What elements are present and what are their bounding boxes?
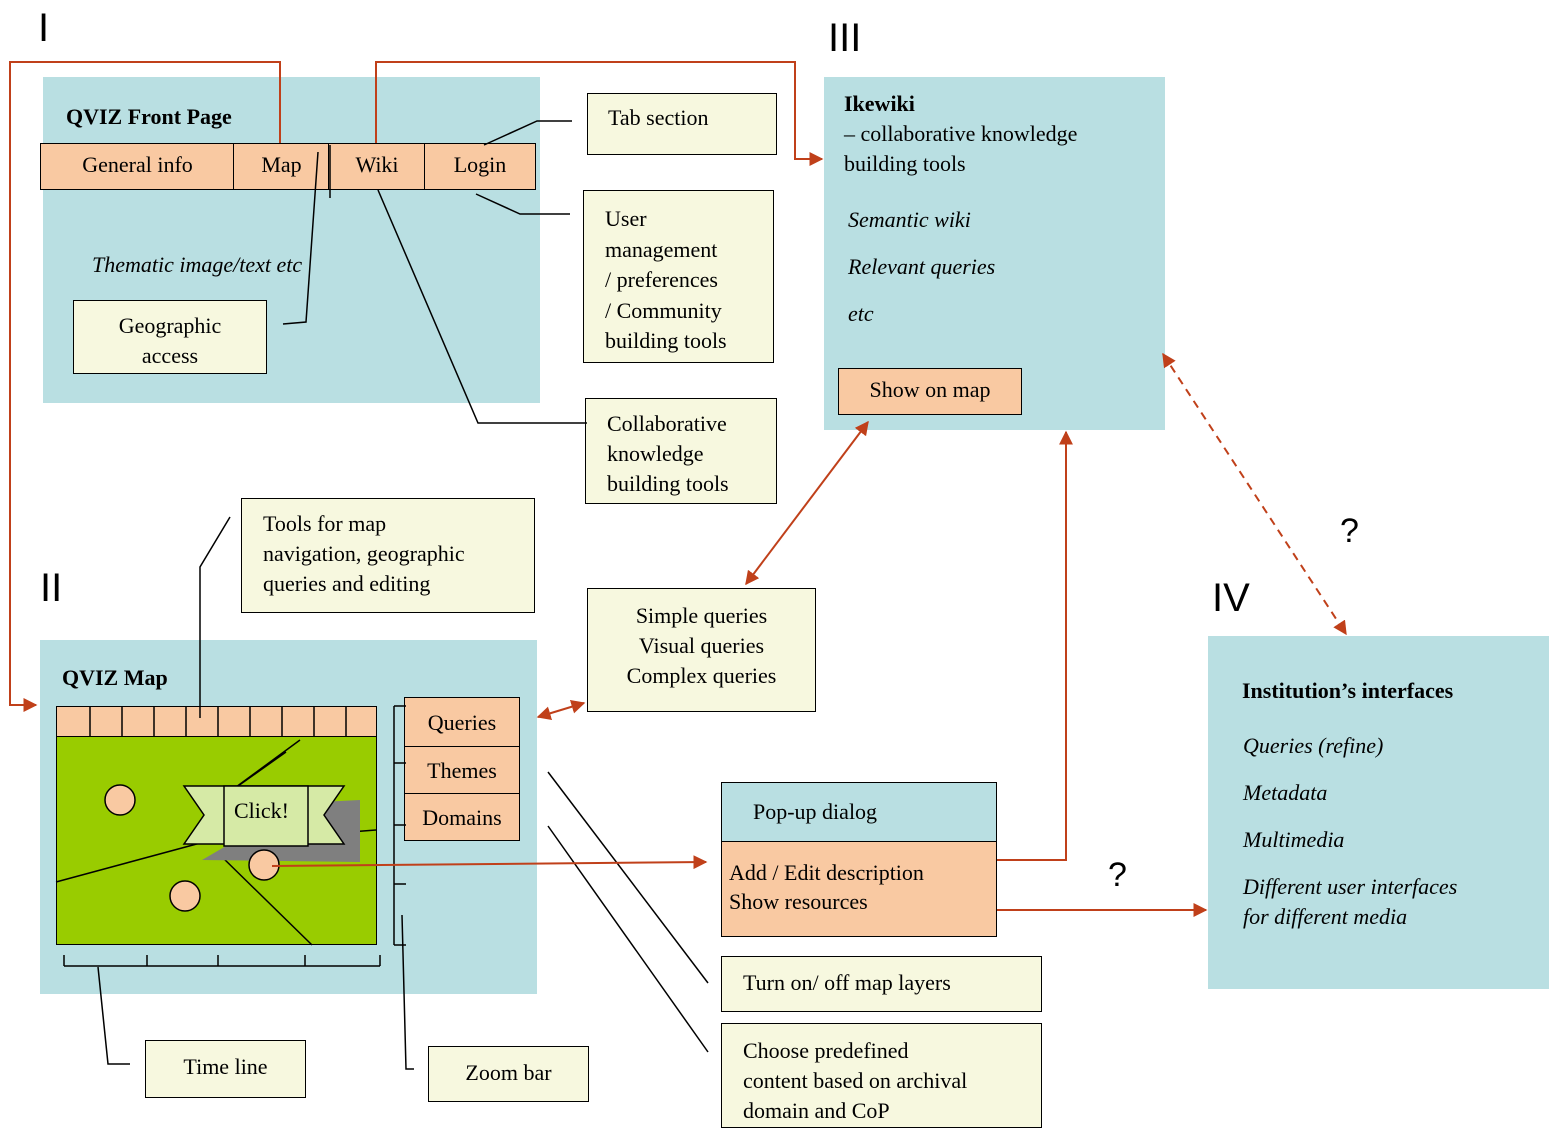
map-title: QVIZ Map — [62, 665, 168, 690]
popup-body[interactable]: Add / Edit description Show resources — [721, 841, 997, 937]
thematic-text: Thematic image/text etc — [92, 252, 303, 277]
section-label-ii: II — [40, 566, 63, 610]
side-tab-domains[interactable]: Domains — [404, 793, 520, 841]
geo-access-line: Geographic — [118, 313, 222, 338]
popup-add-edit[interactable]: Add / Edit description — [729, 860, 924, 885]
tab-login[interactable]: Login — [424, 143, 536, 190]
query-types-note: Simple queries Visual queries Complex qu… — [587, 588, 816, 712]
institution-panel — [1208, 636, 1549, 989]
side-tab-queries[interactable]: Queries — [404, 697, 520, 747]
click-label[interactable]: Click! — [234, 798, 289, 823]
ikewiki-subtitle: – collaborative knowledge building tools — [844, 119, 1077, 179]
note-line: building tools — [607, 471, 729, 496]
institution-item-metadata: Metadata — [1243, 780, 1328, 805]
user-management-note: User management / preferences / Communit… — [583, 190, 774, 363]
note-line: knowledge — [607, 441, 704, 466]
ikewiki-title: Ikewiki — [844, 91, 915, 116]
geo-access-line: access — [141, 343, 199, 368]
note-line: User — [605, 206, 647, 231]
note-line: building tools — [605, 328, 727, 353]
show-on-map-button[interactable]: Show on map — [838, 368, 1022, 415]
map-layers-note: Turn on/ off map layers — [721, 956, 1042, 1012]
note-line: Tools for map — [263, 511, 387, 536]
subtitle-line: building tools — [844, 151, 966, 176]
note-line: navigation, geographic — [263, 541, 465, 566]
zoom-bar-axis — [393, 705, 406, 946]
note-line: content based on archival — [743, 1068, 968, 1093]
map-marker-2 — [169, 880, 201, 912]
institution-item-multimedia: Multimedia — [1243, 827, 1345, 852]
tab-map[interactable]: Map — [233, 143, 330, 190]
section-label-i: I — [38, 6, 50, 50]
note-line: management — [605, 236, 718, 262]
note-line: / Community — [605, 297, 722, 323]
predefined-content-note: Choose predefined content based on archi… — [721, 1023, 1042, 1128]
question-mark-lower: ? — [1108, 856, 1127, 894]
note-line: Collaborative — [607, 411, 727, 436]
collaborative-note: Collaborative knowledge building tools — [585, 398, 777, 504]
tab-general-info[interactable]: General info — [40, 143, 235, 190]
click-label-box — [223, 785, 309, 847]
note-line: Visual queries — [638, 633, 765, 658]
timeline-axis — [63, 955, 381, 967]
note-line: domain and CoP — [743, 1098, 890, 1123]
note-line: Complex queries — [626, 663, 777, 688]
tab-section-note: Tab section — [587, 93, 777, 155]
red-arrows — [9, 61, 1347, 917]
ui-line: for different media — [1243, 904, 1408, 929]
note-line: Simple queries — [635, 603, 768, 628]
institution-item-ui: Different user interfaces for different … — [1243, 872, 1457, 932]
tab-wiki[interactable]: Wiki — [328, 143, 426, 190]
front-page-title: QVIZ Front Page — [66, 104, 232, 129]
map-tools-note: Tools for map navigation, geographic que… — [241, 498, 535, 613]
institution-title: Institution’s interfaces — [1242, 678, 1454, 703]
ui-line: Different user interfaces — [1243, 874, 1458, 899]
timeline-note: Time line — [145, 1040, 306, 1098]
geographic-access-note: Geographic access — [73, 300, 267, 374]
note-line: Choose predefined — [743, 1038, 909, 1063]
institution-item-queries: Queries (refine) — [1243, 733, 1384, 758]
side-tab-themes[interactable]: Themes — [404, 746, 520, 794]
zoom-bar-note: Zoom bar — [428, 1046, 589, 1102]
subtitle-line: – collaborative knowledge — [844, 121, 1078, 146]
popup-title: Pop-up dialog — [753, 799, 878, 824]
note-line: / preferences — [605, 267, 718, 292]
map-marker-1 — [104, 784, 136, 816]
ikewiki-item-etc: etc — [848, 301, 874, 326]
ikewiki-item-semantic: Semantic wiki — [848, 207, 971, 232]
note-line: queries and editing — [263, 571, 431, 596]
map-toolbar-dividers — [89, 706, 347, 737]
ikewiki-item-queries: Relevant queries — [848, 254, 996, 279]
section-label-iii: III — [828, 16, 862, 60]
popup-show-resources[interactable]: Show resources — [729, 889, 868, 914]
callout-lines — [97, 120, 709, 1070]
